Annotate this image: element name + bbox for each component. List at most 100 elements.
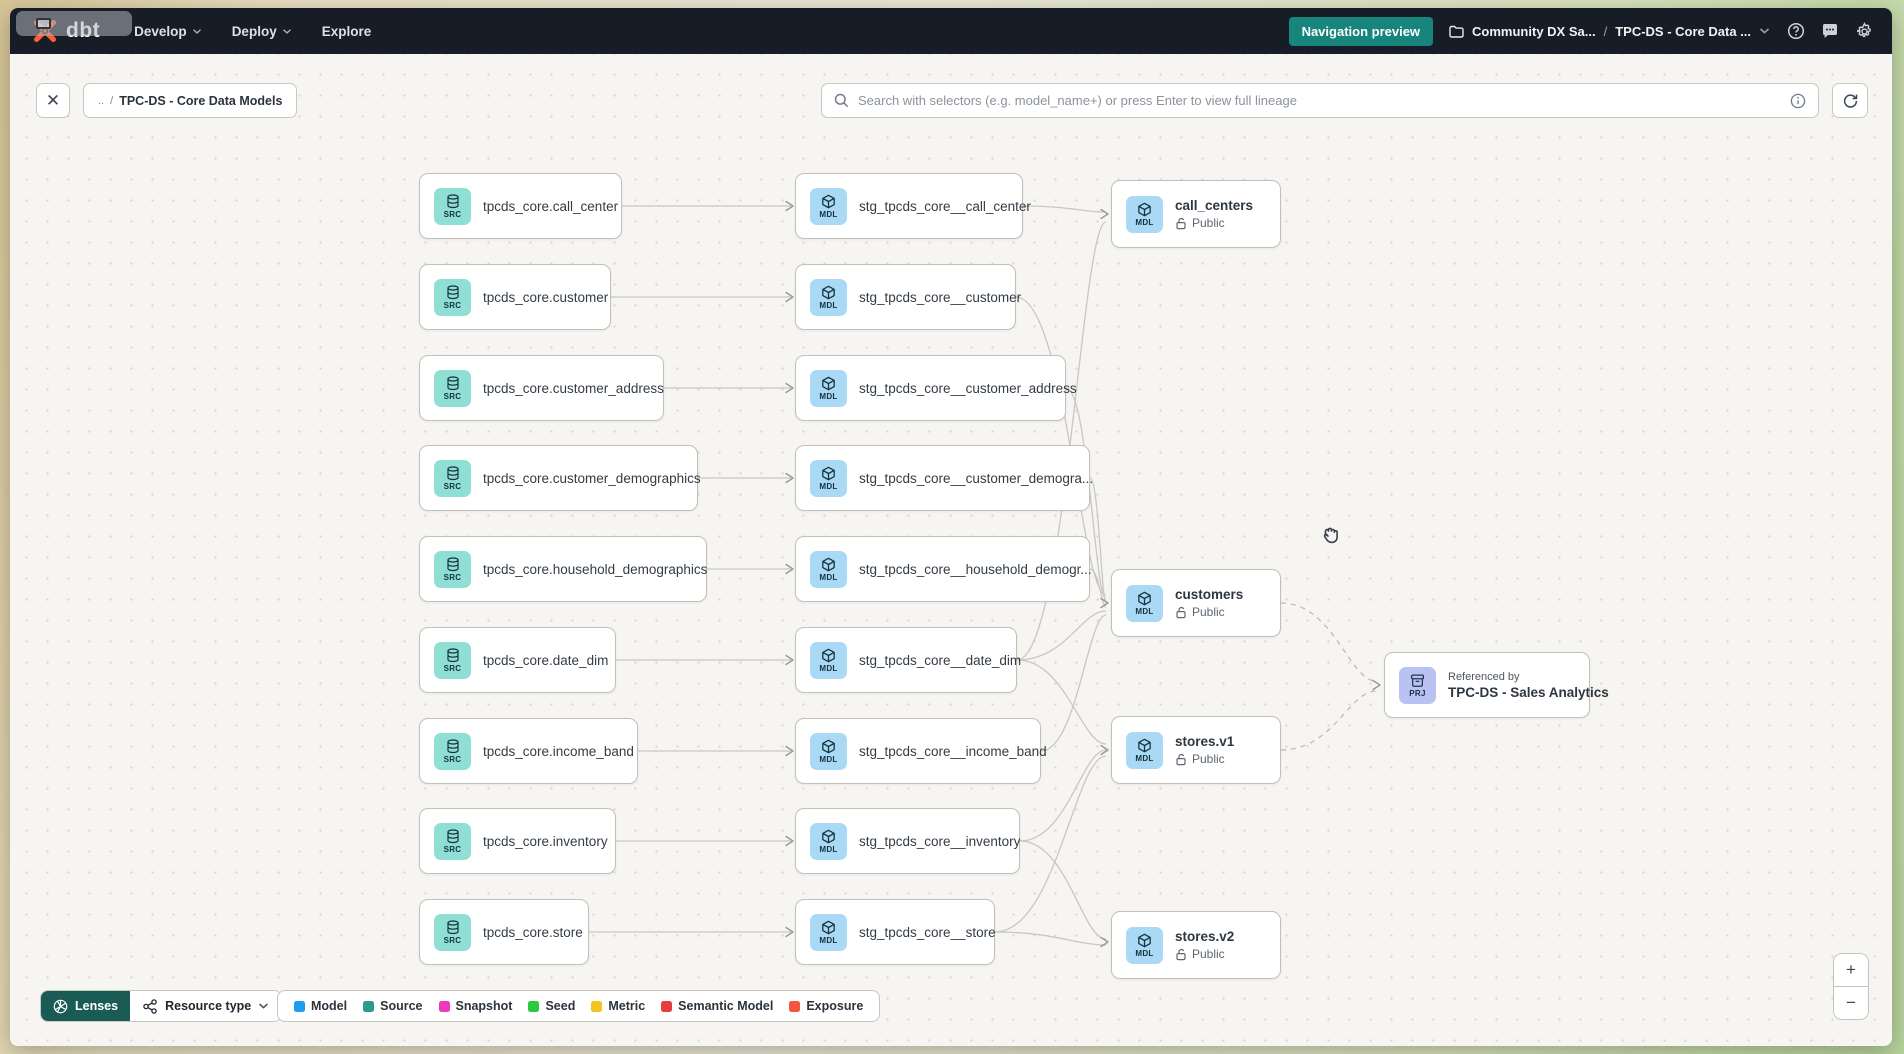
node-label: stg_tpcds_core__customer_demogra... xyxy=(859,470,1094,486)
chevron-down-icon xyxy=(259,1003,269,1009)
edge-arrowhead xyxy=(785,472,794,484)
nav-item-label: Deploy xyxy=(231,23,277,39)
zoom-in-button[interactable]: + xyxy=(1834,954,1868,986)
breadcrumb-chip-label: TPC-DS - Core Data Models xyxy=(119,93,283,108)
legend-item-metric: Metric xyxy=(591,999,645,1013)
nav-item-deploy[interactable]: Deploy xyxy=(232,24,292,39)
breadcrumb-up-level[interactable]: .. xyxy=(98,94,105,107)
resource-type-dropdown[interactable]: Resource type xyxy=(130,991,282,1021)
cube-icon: MDL xyxy=(810,822,847,860)
refresh-lineage-button[interactable] xyxy=(1832,83,1868,118)
cube-icon: MDL xyxy=(810,369,847,407)
chevron-down-icon xyxy=(282,29,291,34)
legend-swatch xyxy=(528,1000,540,1012)
node-label: stg_tpcds_core__customer_address xyxy=(859,380,1077,396)
breadcrumb-chip-sep: / xyxy=(110,94,114,107)
lineage-edge xyxy=(1040,614,1107,752)
legend-item-model: Model xyxy=(294,999,347,1013)
lineage-breadcrumb-chip[interactable]: .. / TPC-DS - Core Data Models xyxy=(83,83,298,118)
lenses-button[interactable]: Lenses xyxy=(41,991,131,1021)
node-access: Public xyxy=(1175,216,1253,230)
database-icon: SRC xyxy=(434,369,471,407)
zoom-out-button[interactable]: − xyxy=(1834,987,1868,1019)
node-label: call_centers xyxy=(1175,198,1254,213)
node-label: stg_tpcds_core__date_dim xyxy=(859,652,1022,668)
breadcrumb-project[interactable]: Community DX Sa... xyxy=(1472,23,1596,39)
cube-icon: MDL xyxy=(810,913,847,951)
nav-item-develop[interactable]: Develop xyxy=(134,24,202,39)
node-label: stg_tpcds_core__income_band xyxy=(859,743,1047,759)
chevron-down-icon[interactable] xyxy=(1759,27,1770,35)
edge-arrowhead xyxy=(1100,597,1109,609)
search-input[interactable] xyxy=(858,93,1781,108)
node-label: tpcds_core.call_center xyxy=(483,198,619,214)
cube-icon: MDL xyxy=(1126,584,1163,622)
legend-item-exposure: Exposure xyxy=(789,999,863,1013)
info-icon[interactable] xyxy=(1790,93,1806,109)
source-node-src5[interactable]: SRC tpcds_core.household_demographics xyxy=(419,536,707,602)
cube-icon: MDL xyxy=(1126,926,1163,964)
database-icon: SRC xyxy=(434,732,471,770)
node-label: tpcds_core.date_dim xyxy=(483,652,609,668)
node-label: stg_tpcds_core__household_demogr... xyxy=(859,561,1092,577)
gear-icon[interactable] xyxy=(1854,21,1874,41)
lineage-edge xyxy=(1022,205,1107,213)
help-icon[interactable] xyxy=(1786,21,1806,41)
legend-item-snapshot: Snapshot xyxy=(438,999,512,1013)
resource-type-label: Resource type xyxy=(165,999,252,1013)
lineage-search-bar xyxy=(821,83,1819,118)
model-node-mdl3[interactable]: MDL stg_tpcds_core__customer_address xyxy=(795,355,1077,421)
lineage-edge xyxy=(994,931,1107,946)
legend-item-semantic-model: Semantic Model xyxy=(661,999,773,1013)
nav-item-explore[interactable]: Explore xyxy=(322,24,372,39)
lenses-toolbar: Lenses Resource type xyxy=(40,990,283,1022)
lineage-canvas[interactable]: ✕ .. / TPC-DS - Core Data Models SRCtpcd… xyxy=(10,54,1892,1046)
node-access: Public xyxy=(1175,947,1234,961)
resource-graph-icon xyxy=(143,998,157,1014)
cube-icon: MDL xyxy=(1126,731,1163,769)
navigation-preview-button[interactable]: Navigation preview xyxy=(1288,16,1434,46)
node-label: tpcds_core.household_demographics xyxy=(483,561,708,577)
node-label: stg_tpcds_core__call_center xyxy=(859,198,1031,214)
node-label: tpcds_core.store xyxy=(483,924,583,940)
node-access: Public xyxy=(1175,605,1243,619)
window-artifact xyxy=(16,11,132,36)
feedback-icon[interactable] xyxy=(1820,21,1840,41)
breadcrumb-page[interactable]: TPC-DS - Core Data ... xyxy=(1615,23,1751,39)
close-lineage-button[interactable]: ✕ xyxy=(36,83,70,118)
lineage-edge xyxy=(1019,840,1107,940)
project-breadcrumb: Community DX Sa... / TPC-DS - Core Data … xyxy=(1449,24,1770,39)
node-label: customers xyxy=(1175,587,1244,602)
node-label: tpcds_core.customer xyxy=(483,289,609,305)
breadcrumb-separator: / xyxy=(1603,23,1608,39)
chevron-down-icon xyxy=(192,29,201,34)
zoom-divider xyxy=(1834,986,1868,987)
database-icon: SRC xyxy=(434,550,471,588)
legend-item-source: Source xyxy=(363,999,423,1013)
legend-swatch xyxy=(661,1000,673,1012)
edge-arrowhead xyxy=(785,654,794,666)
